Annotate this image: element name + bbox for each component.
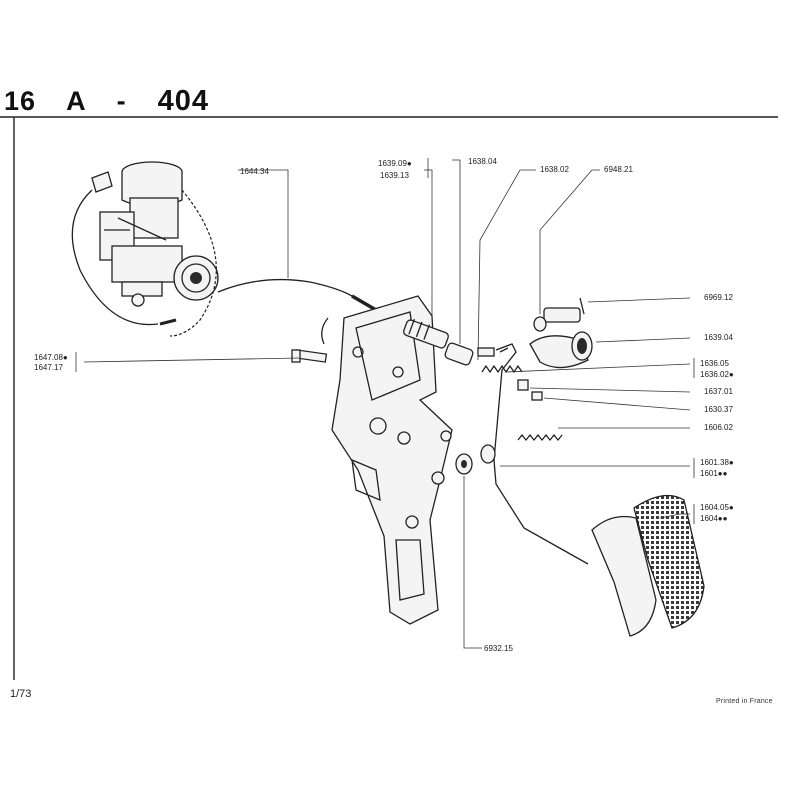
spring-1606 xyxy=(517,433,563,442)
title-dash: - xyxy=(116,86,127,116)
printed-in-france: Printed in France xyxy=(716,698,773,705)
page-number: 1/73 xyxy=(10,688,32,700)
label-1647-17: 1647.17 xyxy=(34,363,63,372)
cable-clip xyxy=(321,317,329,345)
page-title: 16 A - 404 xyxy=(4,86,209,116)
section-letter: A xyxy=(66,86,86,116)
label-1638-04: 1638.04 xyxy=(468,157,497,166)
label-1639-13: 1639.13 xyxy=(380,171,409,180)
label-1606-02: 1606.02 xyxy=(704,423,733,432)
label-1639-04: 1639.04 xyxy=(704,333,733,342)
roller-assembly xyxy=(529,297,593,369)
label-1604-05: 1604.05● xyxy=(700,503,734,512)
pedal-rubber xyxy=(633,494,705,629)
label-6969-12: 6969.12 xyxy=(704,293,733,302)
return-spring-upper xyxy=(477,347,543,401)
label-1638-02: 1638.02 xyxy=(540,165,569,174)
label-1630-37: 1630.37 xyxy=(704,405,733,414)
pedal-pad xyxy=(591,515,657,637)
label-1601-38: 1601.38● xyxy=(700,458,734,467)
pedal-bush xyxy=(455,444,496,475)
bolt-1647 xyxy=(291,349,328,363)
carburettor-illustration xyxy=(71,161,219,337)
label-1636-02: 1636.02● xyxy=(700,370,734,379)
label-1639-09: 1639.09● xyxy=(378,159,412,168)
pedal-bracket xyxy=(331,295,453,625)
label-1644-34: 1644.34 xyxy=(240,167,269,176)
label-1647-08: 1647.08● xyxy=(34,353,68,362)
label-6948-21: 6948.21 xyxy=(604,165,633,174)
section-number: 16 xyxy=(4,86,37,116)
pedal-arm xyxy=(493,343,589,565)
label-1637-01: 1637.01 xyxy=(704,387,733,396)
leader-lines xyxy=(75,158,695,649)
cable-sleeve xyxy=(403,318,474,366)
model-number: 404 xyxy=(157,85,210,117)
label-1601: 1601●● xyxy=(700,469,728,478)
label-1636-05: 1636.05 xyxy=(700,359,729,368)
label-1604: 1604●● xyxy=(700,514,728,523)
label-6932-15: 6932.15 xyxy=(484,644,513,653)
